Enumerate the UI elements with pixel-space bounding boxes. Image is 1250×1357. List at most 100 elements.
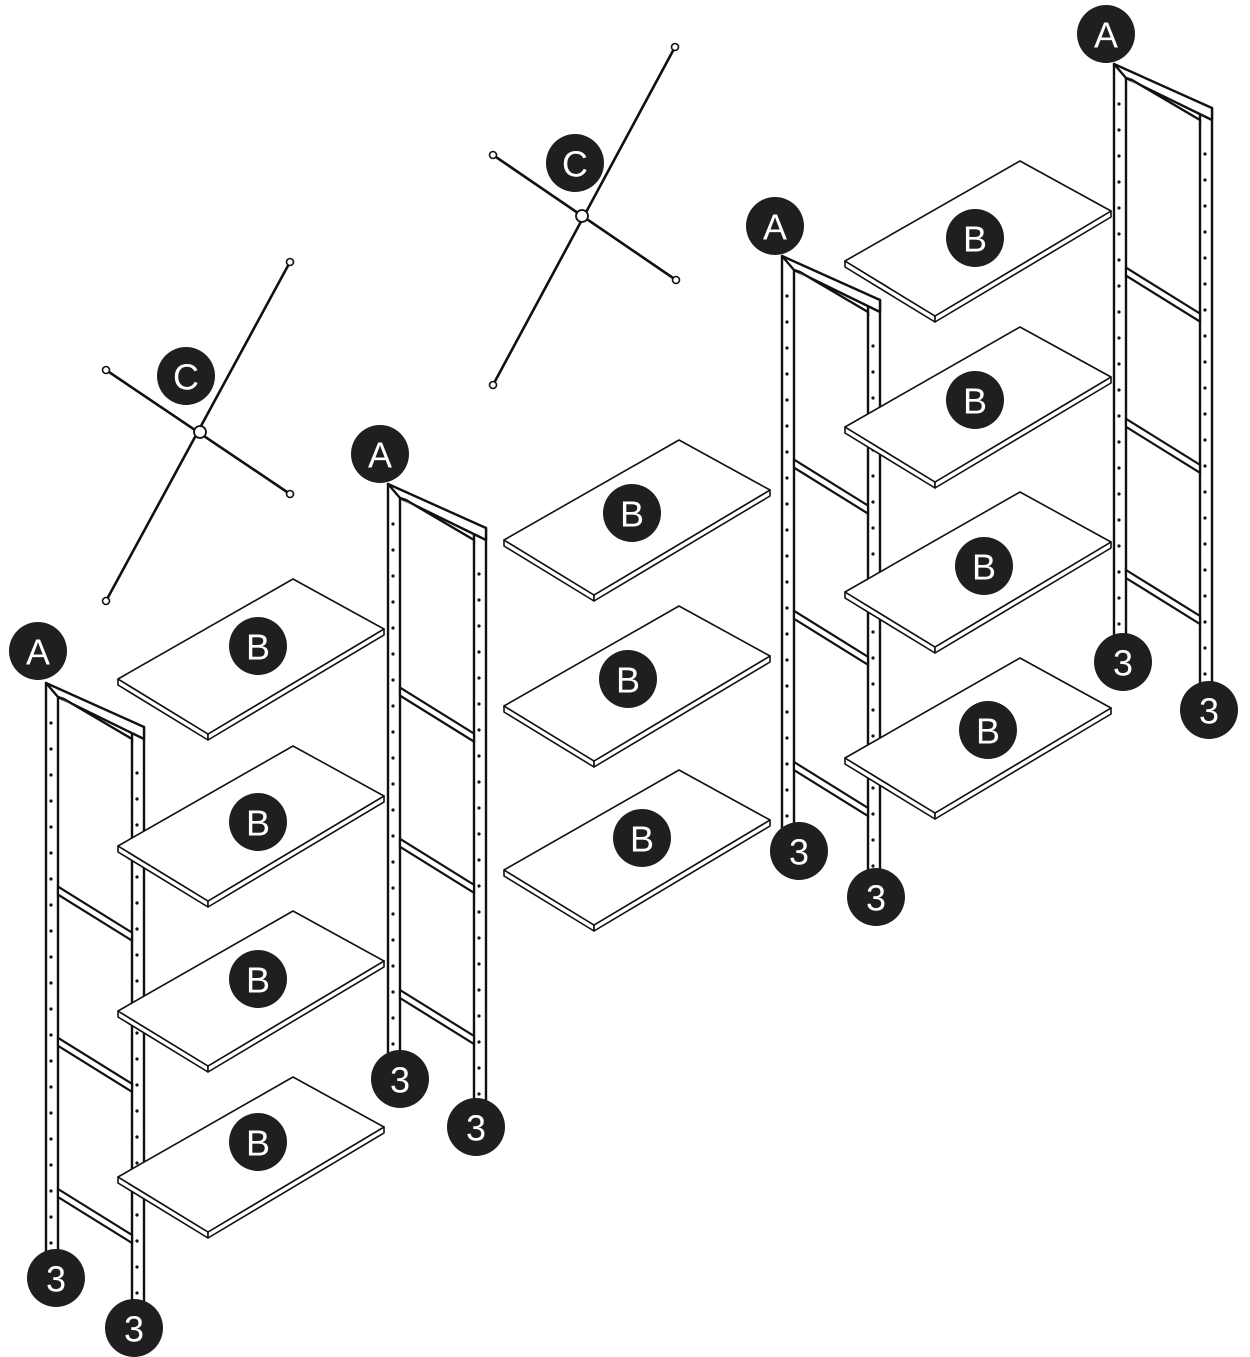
frame-hole	[1203, 360, 1207, 364]
label-a-3: A	[746, 197, 804, 255]
frame-hole	[1117, 440, 1121, 444]
frame-4	[1112, 62, 1214, 722]
frame-top-inner	[57, 695, 134, 743]
frame-hole	[49, 1163, 53, 1167]
frame-hole	[477, 806, 481, 810]
frame-hole	[391, 730, 395, 734]
label-b-3-text: B	[246, 960, 270, 1001]
label-b-11-circle	[959, 701, 1017, 759]
label-b-6-text: B	[616, 660, 640, 701]
frame-hole	[477, 1092, 481, 1096]
label-3-3-circle	[371, 1050, 429, 1108]
frame-hole	[785, 424, 789, 428]
label-3-7-text: 3	[1113, 643, 1133, 684]
frame-top-bar	[1112, 62, 1214, 122]
frame-hole	[871, 396, 875, 400]
frame-hole	[785, 814, 789, 818]
frame-hole	[391, 964, 395, 968]
frame-rung	[792, 760, 870, 818]
label-3-5: 3	[770, 822, 828, 880]
label-b-8-circle	[946, 209, 1004, 267]
label-b-1: B	[229, 617, 287, 675]
frame-hole	[785, 710, 789, 714]
frame-top-inner	[1125, 76, 1202, 124]
frame-hole	[785, 476, 789, 480]
frame-hole	[785, 398, 789, 402]
frame-hole	[391, 834, 395, 838]
frame-hole	[1203, 204, 1207, 208]
frame-hole	[871, 786, 875, 790]
frame-hole	[135, 927, 139, 931]
frame-hole	[391, 678, 395, 682]
label-3-2-text: 3	[124, 1309, 144, 1350]
frame-hole	[135, 797, 139, 801]
frame-hole	[391, 704, 395, 708]
label-a-1-circle	[9, 622, 67, 680]
frame-hole	[1203, 152, 1207, 156]
brace-hub	[575, 209, 589, 223]
frame-hole	[1117, 492, 1121, 496]
frame-hole	[1203, 568, 1207, 572]
frame-hole	[49, 825, 53, 829]
label-3-4-text: 3	[466, 1108, 486, 1149]
frame-hole	[871, 630, 875, 634]
label-3-7: 3	[1094, 633, 1152, 691]
frame-hole	[785, 606, 789, 610]
frame-hole	[135, 979, 139, 983]
frame-hole	[785, 372, 789, 376]
label-b-10: B	[955, 537, 1013, 595]
label-c-2-circle	[546, 134, 604, 192]
frame-hole	[49, 903, 53, 907]
frame-hole	[1203, 282, 1207, 286]
frame-hole	[391, 912, 395, 916]
frame-hole	[1203, 646, 1207, 650]
brace-rod-end	[285, 489, 295, 499]
label-b-10-circle	[955, 537, 1013, 595]
label-b-1-circle	[229, 617, 287, 675]
frame-rung	[792, 457, 870, 516]
frame-hole	[1203, 308, 1207, 312]
frame-hole	[785, 736, 789, 740]
frame-hole	[477, 780, 481, 784]
frame-hole	[1203, 334, 1207, 338]
label-a-2-circle	[351, 425, 409, 483]
frame-hole	[1117, 258, 1121, 262]
brace-rod-end	[671, 275, 681, 285]
frame-rung	[1124, 265, 1202, 324]
label-3-6-circle	[847, 868, 905, 926]
label-a-4-text: A	[1094, 15, 1118, 56]
brace-rod-end	[670, 42, 680, 52]
label-3-2: 3	[105, 1299, 163, 1357]
frame-hole	[135, 875, 139, 879]
label-c-2-text: C	[562, 144, 588, 185]
label-a-4-circle	[1077, 5, 1135, 63]
frame-rung	[1124, 416, 1202, 475]
frame-hole	[49, 1007, 53, 1011]
label-a-1-text: A	[26, 632, 50, 673]
frame-hole	[49, 1085, 53, 1089]
frame-hole	[1117, 232, 1121, 236]
frame-hole	[477, 910, 481, 914]
label-b-3: B	[229, 950, 287, 1008]
frame-hole	[135, 1265, 139, 1269]
frame-rung	[1124, 568, 1202, 626]
frame-hole	[785, 632, 789, 636]
frame-hole	[871, 474, 875, 478]
frame-hole	[1117, 154, 1121, 158]
frame-hole	[49, 1189, 53, 1193]
frame-hole	[1117, 622, 1121, 626]
label-b-8: B	[946, 209, 1004, 267]
label-3-3-text: 3	[390, 1060, 410, 1101]
label-3-3: 3	[371, 1050, 429, 1108]
frame-hole	[477, 702, 481, 706]
frame-hole	[1203, 516, 1207, 520]
label-b-9-text: B	[963, 381, 987, 422]
frame-hole	[1117, 596, 1121, 600]
frame-hole	[1203, 542, 1207, 546]
frame-hole	[785, 554, 789, 558]
frame-hole	[135, 823, 139, 827]
brace-rod-end	[488, 150, 498, 160]
frame-hole	[49, 1033, 53, 1037]
